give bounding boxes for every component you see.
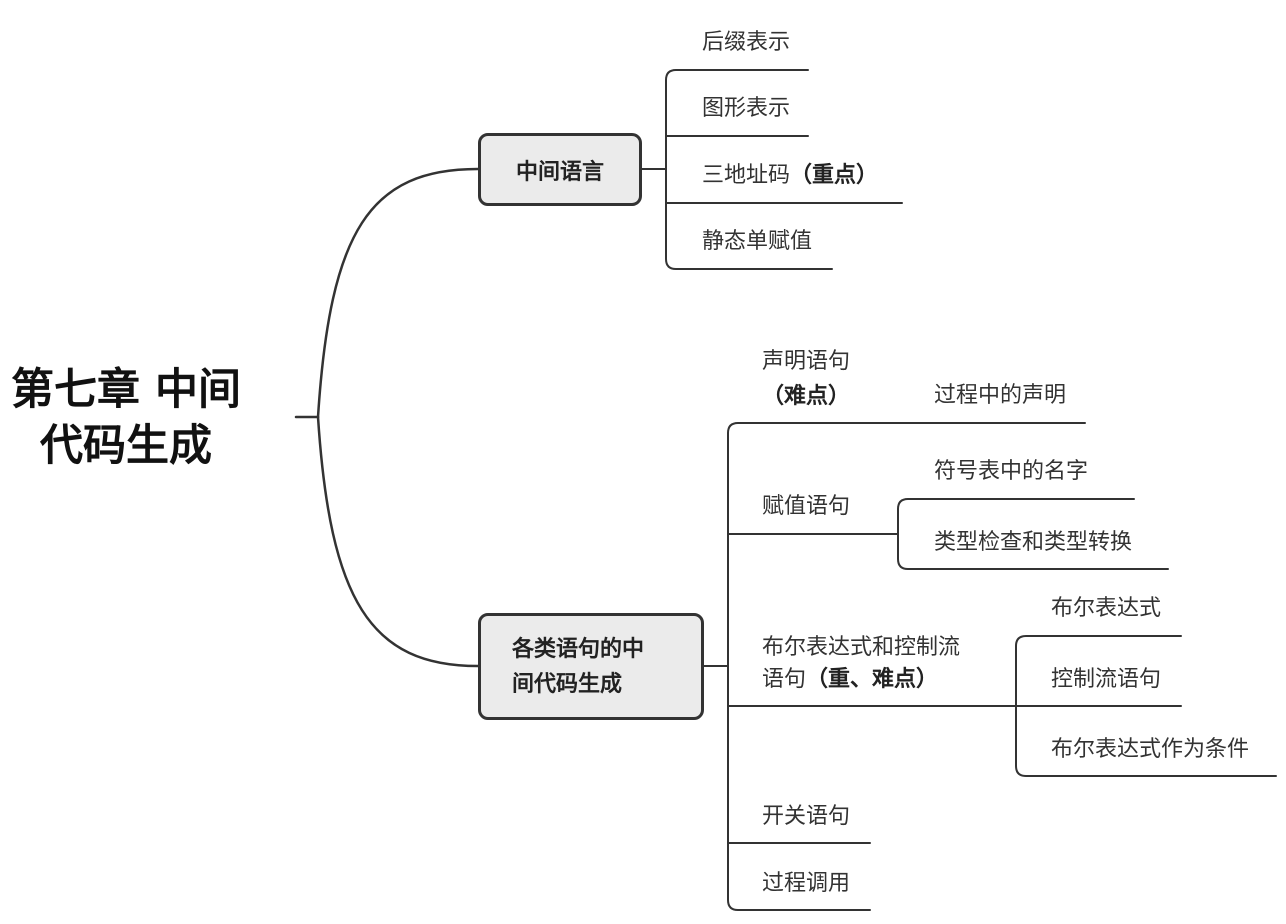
topic-label-line: 间代码生成 (512, 671, 623, 697)
node-label: 控制流语句 (1051, 667, 1162, 692)
node-graphic-notation: 图形表示 (702, 96, 790, 122)
curve-to-statements (316, 415, 480, 668)
node-label: 后缀表示 (702, 30, 791, 55)
emphasis-mark: （重点） (790, 163, 879, 188)
node-label: 布尔表达式作为条件 (1051, 737, 1250, 762)
node-procedure-call: 过程调用 (762, 871, 850, 897)
assignment-bracket-line (897, 498, 1169, 570)
node-boolean-control-flow: 布尔表达式和控制流 语句（重、难点） (762, 632, 960, 696)
node-type-check-conversion: 类型检查和类型转换 (934, 530, 1132, 556)
node-declaration-statement: 声明语句 （难点） (762, 344, 850, 414)
node-switch-statement: 开关语句 (762, 804, 850, 830)
node-assignment-statement: 赋值语句 (762, 494, 850, 520)
root-topic: 第七章 中间 代码生成 (0, 362, 252, 474)
topic-label-line: 各类语句的中 (512, 636, 645, 662)
topic-intermediate-language: 中间语言 (478, 133, 642, 206)
node-label: 声明语句 (762, 349, 851, 374)
root-title-line: 代码生成 (40, 421, 212, 471)
node-label: 布尔表达式和控制流 (762, 635, 961, 660)
node-label: 过程中的声明 (934, 383, 1067, 408)
node-boolean-expression: 布尔表达式 (1051, 596, 1161, 622)
node-label: 赋值语句 (762, 494, 851, 519)
stmt-bracket-line (727, 422, 1086, 911)
node-label: 过程调用 (762, 871, 851, 896)
node-label: 类型检查和类型转换 (934, 530, 1133, 555)
node-ssa: 静态单赋值 (702, 229, 812, 255)
node-label: 语句 (762, 667, 807, 692)
node-postfix-notation: 后缀表示 (702, 30, 790, 56)
node-control-flow-statement: 控制流语句 (1051, 667, 1161, 693)
emphasis-mark: （重、难点） (806, 667, 939, 692)
node-label: 符号表中的名字 (934, 459, 1089, 484)
node-label: 图形表示 (702, 96, 791, 121)
ir-bracket-line (665, 69, 833, 270)
topic-statement-code-generation: 各类语句的中 间代码生成 (478, 613, 704, 720)
node-label: 静态单赋值 (702, 229, 813, 254)
curve-to-intermediate-language (316, 167, 480, 419)
emphasis-mark: （难点） (762, 384, 851, 409)
root-title-line: 第七章 中间 (11, 365, 241, 415)
node-label-line2: 语句（重、难点） (762, 664, 960, 696)
node-label: 开关语句 (762, 804, 851, 829)
node-label: 三地址码 (702, 163, 791, 188)
node-boolean-as-condition: 布尔表达式作为条件 (1051, 737, 1249, 763)
node-procedure-declaration: 过程中的声明 (934, 383, 1066, 409)
node-label: 布尔表达式 (1051, 596, 1162, 621)
topic-label: 中间语言 (515, 159, 604, 185)
node-symbol-table-names: 符号表中的名字 (934, 459, 1088, 485)
node-three-address-code: 三地址码（重点） (702, 163, 878, 189)
